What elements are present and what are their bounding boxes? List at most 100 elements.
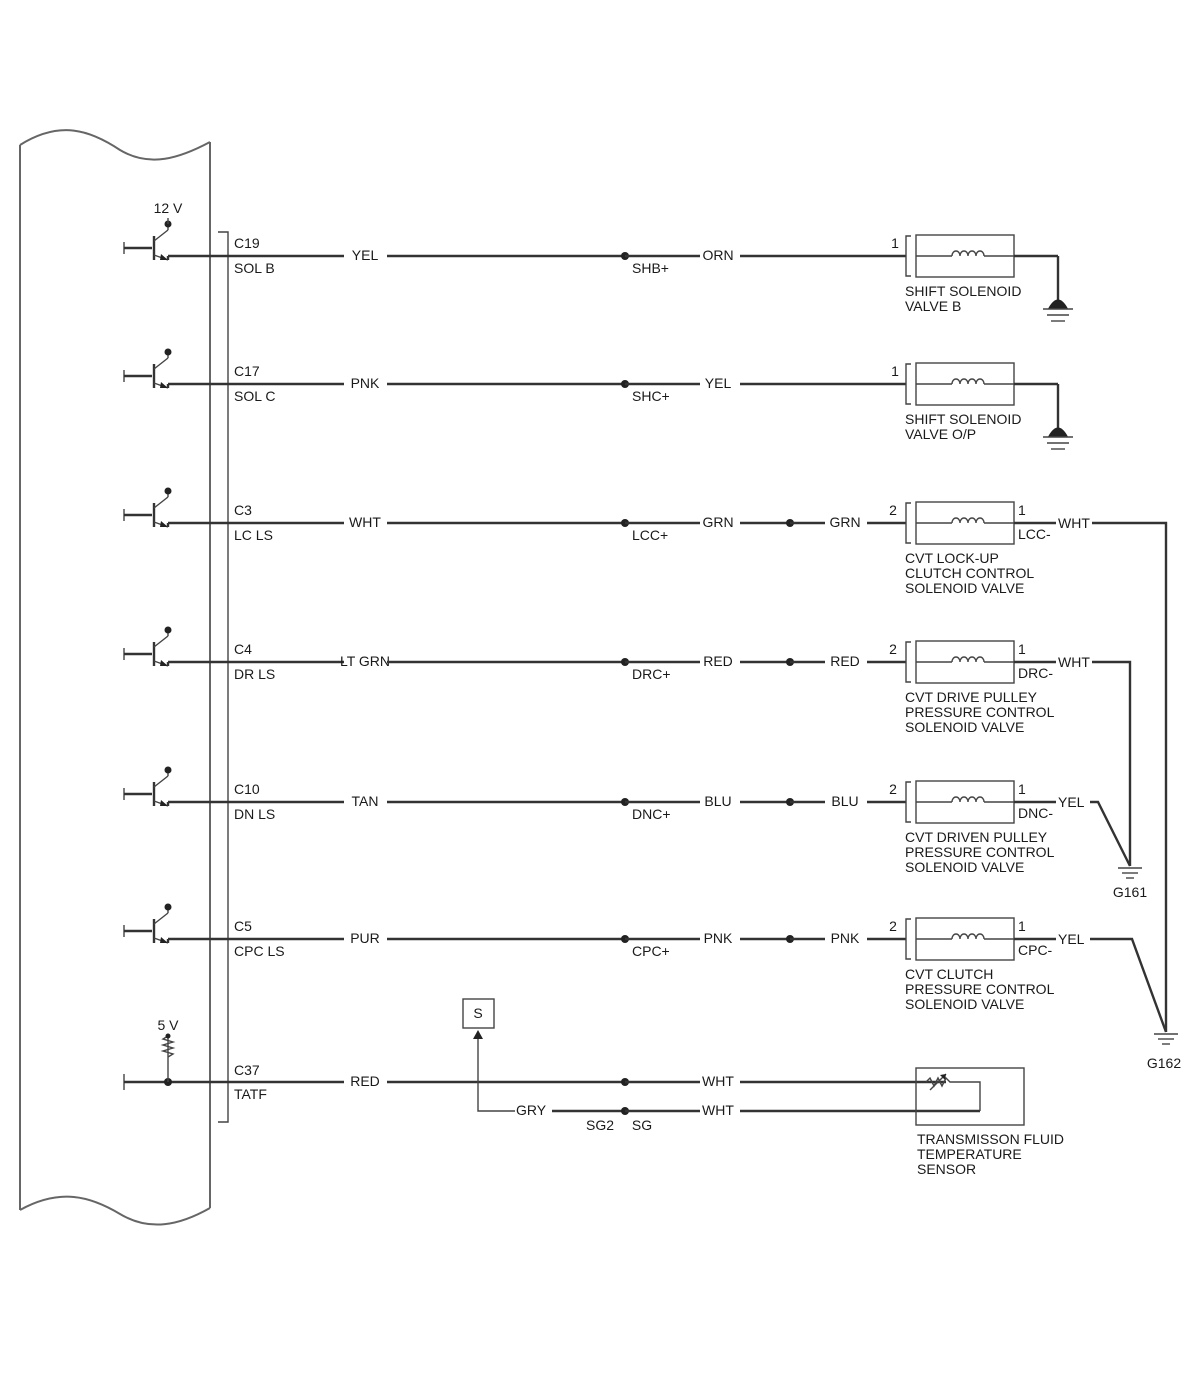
component-connector xyxy=(905,641,911,683)
wire-color-wht-2: WHT xyxy=(702,1102,734,1118)
ground-symbol-g162 xyxy=(1154,1033,1178,1045)
pin-name-label: CPC- xyxy=(1018,942,1053,958)
pin-out-label: 1 xyxy=(1018,641,1026,657)
ecm-bottom-tear xyxy=(19,1195,211,1226)
driver-transistor xyxy=(123,487,226,528)
coil-icon xyxy=(951,656,985,663)
wire-color-ecm: LT GRN xyxy=(340,653,390,669)
component-label: CLUTCH CONTROL xyxy=(905,565,1034,581)
driver-supply-node xyxy=(164,626,172,634)
wire-color-mid: GRN xyxy=(702,514,733,530)
ground-label-g162: G162 xyxy=(1147,1055,1181,1071)
component-label: CVT LOCK-UP xyxy=(905,550,999,566)
component-label: PRESSURE CONTROL xyxy=(905,844,1055,860)
driver-supply-node xyxy=(164,766,172,774)
wire-color-ecm: RED xyxy=(350,1073,380,1089)
wire-color-far: RED xyxy=(830,653,860,669)
ground-symbol-g161 xyxy=(1118,867,1142,879)
ground-symbol xyxy=(1043,427,1073,450)
pin-out-label: 1 xyxy=(1018,502,1026,518)
terminal-label: C37 xyxy=(234,1062,260,1078)
component-label: SOLENOID VALVE xyxy=(905,996,1024,1012)
wire-color-mid: YEL xyxy=(705,375,732,391)
splice-label-sg2: SG2 xyxy=(586,1117,614,1133)
ground-wire-lcc xyxy=(1092,521,1168,1032)
sensor-label: SENSOR xyxy=(917,1161,976,1177)
signal-label: CPC LS xyxy=(234,943,285,959)
component-label: SHIFT SOLENOID xyxy=(905,411,1021,427)
pin-in-label: 2 xyxy=(889,781,897,797)
splice-label: DNC+ xyxy=(632,806,671,822)
sensor-label: TRANSMISSON FLUID xyxy=(917,1131,1064,1147)
wire-color-far: BLU xyxy=(831,793,858,809)
ground-wire-drc xyxy=(1092,660,1132,866)
signal-label: SOL B xyxy=(234,260,275,276)
pullup-resistor xyxy=(160,1035,176,1058)
splice-label: SHC+ xyxy=(632,388,670,404)
wire-color-far: GRN xyxy=(829,514,860,530)
supply-voltage-label: 12 V xyxy=(154,200,183,216)
component-label: VALVE O/P xyxy=(905,426,976,442)
splice-label-sg: SG xyxy=(632,1117,652,1133)
pin-in-label: 1 xyxy=(891,235,899,251)
driver-collector xyxy=(153,357,169,370)
wire-color-out: YEL xyxy=(1058,794,1085,810)
driver-transistor xyxy=(123,766,226,807)
driver-transistor: 12 V xyxy=(123,200,226,261)
thermistor-icon xyxy=(925,1076,981,1111)
wire-color-ecm: TAN xyxy=(352,793,379,809)
driver-collector xyxy=(153,496,169,509)
ground-symbol xyxy=(1043,299,1073,322)
driver-collector xyxy=(153,912,169,925)
pin-in-label: 2 xyxy=(889,641,897,657)
component-label: SOLENOID VALVE xyxy=(905,580,1024,596)
terminal-label: C17 xyxy=(234,363,260,379)
splice-label: DRC+ xyxy=(632,666,671,682)
wire-color-return: GRY xyxy=(516,1102,547,1118)
wire-color-ecm: YEL xyxy=(352,247,379,263)
wire-color-mid: BLU xyxy=(704,793,731,809)
driver-transistor xyxy=(123,903,226,944)
component-connector xyxy=(905,235,911,277)
coil-icon xyxy=(951,517,985,524)
pin-in-label: 1 xyxy=(891,363,899,379)
pin-name-label: DRC- xyxy=(1018,665,1053,681)
pin-out-label: 1 xyxy=(1018,781,1026,797)
wire-color-mid: RED xyxy=(703,653,733,669)
sensor-driver: 5 V xyxy=(123,1017,226,1090)
terminal-label: C4 xyxy=(234,641,252,657)
shield-box-label: S xyxy=(473,1005,482,1021)
component-label: SHIFT SOLENOID xyxy=(905,283,1021,299)
signal-label: SOL C xyxy=(234,388,276,404)
splice-label: SHB+ xyxy=(632,260,669,276)
component-connector xyxy=(905,781,911,823)
pin-name-label: DNC- xyxy=(1018,805,1053,821)
pin-in-label: 2 xyxy=(889,502,897,518)
ground-wire-cpc xyxy=(1090,937,1168,1033)
shield-arrow xyxy=(473,1030,483,1039)
terminal-label: C3 xyxy=(234,502,252,518)
wire-color-out: WHT xyxy=(1058,515,1090,531)
wire-color-far: PNK xyxy=(831,930,860,946)
splice-label: CPC+ xyxy=(632,943,670,959)
component-label: SOLENOID VALVE xyxy=(905,859,1024,875)
sensor-box xyxy=(915,1067,1025,1126)
thermistor-arrowhead xyxy=(940,1074,946,1080)
terminal-label: C10 xyxy=(234,781,260,797)
component-label: CVT DRIVEN PULLEY xyxy=(905,829,1048,845)
pin-name-label: LCC- xyxy=(1018,526,1051,542)
wire-color-mid: PNK xyxy=(704,930,733,946)
signal-label: TATF xyxy=(234,1086,267,1102)
coil-icon xyxy=(951,796,985,803)
driver-transistor xyxy=(123,348,226,389)
driver-supply-node xyxy=(164,903,172,911)
